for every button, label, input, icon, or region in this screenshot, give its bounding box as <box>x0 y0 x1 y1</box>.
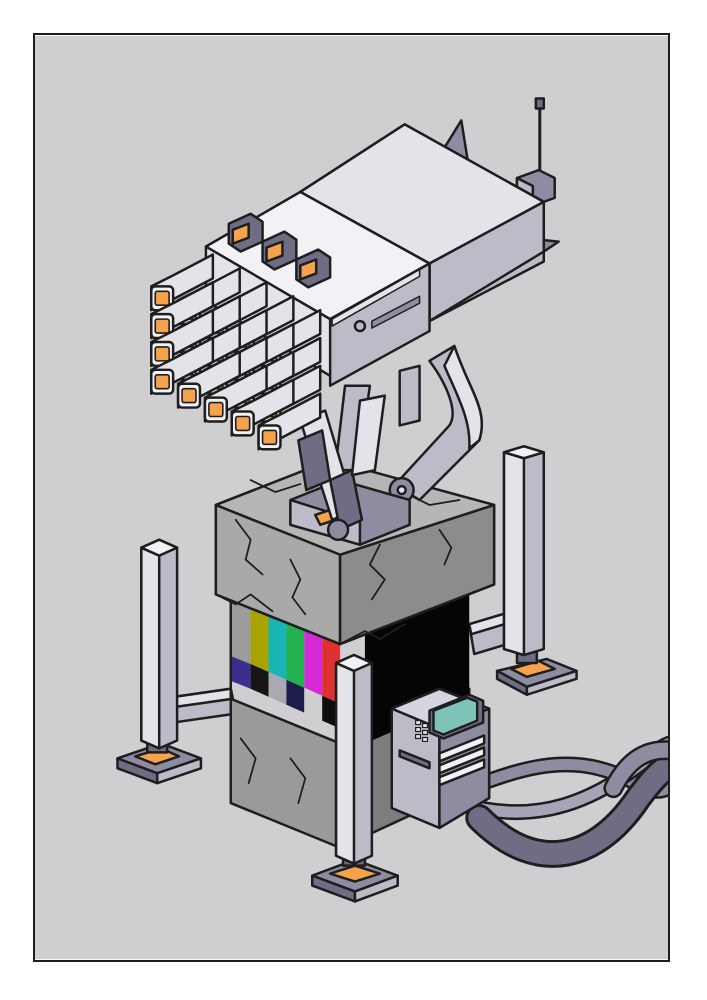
support-pylon-icon <box>116 538 203 785</box>
missile-tube <box>257 392 322 451</box>
artwork-frame <box>33 33 670 962</box>
sensor-heads <box>227 212 332 289</box>
missile-tube <box>150 308 215 368</box>
missile-tube <box>150 281 215 340</box>
keypad <box>414 719 429 743</box>
missile-tube <box>203 364 268 423</box>
missile-tube <box>230 378 295 437</box>
cable-icon <box>451 735 668 868</box>
missile-tube <box>176 350 241 409</box>
atm-terminal-icon <box>390 687 491 830</box>
artwork-illustration <box>35 35 668 960</box>
rocket-pod-icon <box>150 97 560 451</box>
missile-tube <box>150 336 215 395</box>
stone-pedestal-icon <box>214 458 496 850</box>
mount-arm <box>289 344 484 546</box>
support-pylon-icon <box>311 653 399 903</box>
support-pylon-icon <box>495 445 578 696</box>
missile-tube-grid <box>150 253 322 451</box>
